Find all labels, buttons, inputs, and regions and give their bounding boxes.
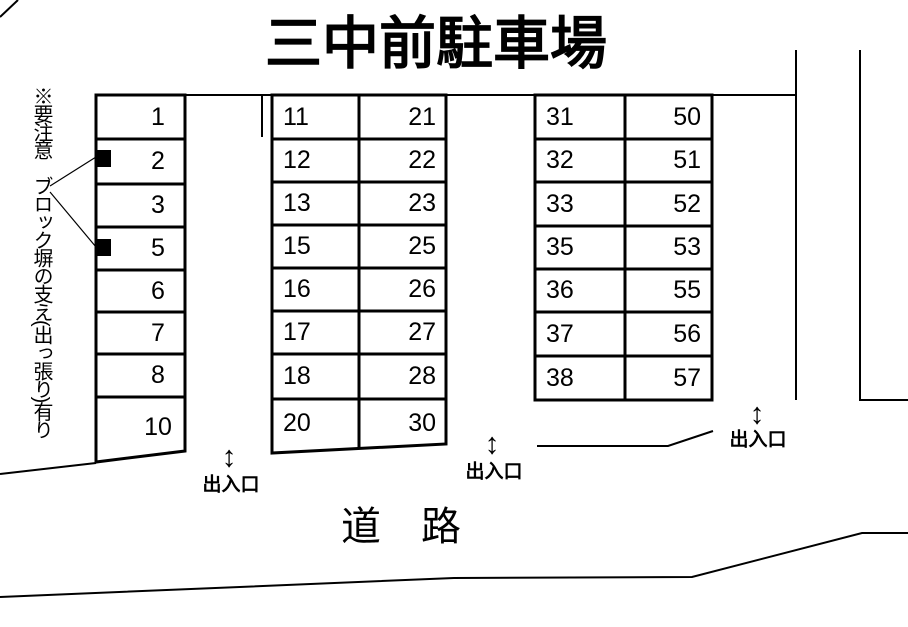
entrance-3: ↕ 出入口 <box>729 398 786 451</box>
stall-number: 20 <box>283 409 311 437</box>
stall-number: 17 <box>283 318 311 346</box>
stall-number: 11 <box>283 103 309 131</box>
stall-number: 3 <box>151 191 165 219</box>
stall-number: 22 <box>408 146 436 174</box>
stall-number: 15 <box>283 232 311 260</box>
stall-number: 38 <box>546 364 574 392</box>
stall-number: 2 <box>151 147 165 175</box>
stall-number: 10 <box>144 413 172 441</box>
stall-number: 36 <box>546 276 574 304</box>
stall-number: 50 <box>673 103 701 131</box>
stall-number: 5 <box>151 234 165 262</box>
block-right <box>533 93 714 402</box>
block-left-outline <box>94 93 187 464</box>
stall-number: 37 <box>546 320 574 348</box>
stall-number: 18 <box>283 362 311 390</box>
entrance-label: 出入口 <box>729 428 786 451</box>
updown-arrow-icon: ↕ <box>222 441 237 474</box>
stall-number: 7 <box>151 319 165 347</box>
stall-number: 1 <box>151 103 165 131</box>
stall-number: 26 <box>408 275 436 303</box>
stall-number: 25 <box>408 232 436 260</box>
stall-number: 30 <box>408 409 436 437</box>
block-middle <box>270 93 448 455</box>
stall-number: 28 <box>408 362 436 390</box>
stall-number: 12 <box>283 146 311 174</box>
page-title: 三中前駐車場 <box>265 12 607 76</box>
stall-number: 53 <box>673 233 701 261</box>
wall-support-mark-stall5 <box>96 239 111 256</box>
block-left <box>94 93 187 464</box>
stall-number: 6 <box>151 277 165 305</box>
block-right-numbers: 31 32 33 35 36 37 38 50 51 52 53 55 56 5… <box>546 103 701 392</box>
leader-line <box>49 156 97 187</box>
updown-arrow-icon: ↕ <box>750 398 765 431</box>
stall-number: 33 <box>546 190 574 218</box>
stall-number: 51 <box>673 146 701 174</box>
stall-number: 16 <box>283 275 311 303</box>
boundary-fence <box>537 430 714 447</box>
leader-lines <box>49 156 97 248</box>
boundary-top-left <box>0 0 19 18</box>
entrance-2: ↕ 出入口 <box>465 428 522 483</box>
boundary-bottom-left <box>0 462 97 475</box>
stall-number: 13 <box>283 189 311 217</box>
boundary-road-edge <box>0 532 908 598</box>
caution-note: ※要注意 ブロック塀の支え(出っ張り)有り <box>30 86 52 438</box>
stall-number: 31 <box>546 103 574 131</box>
road-label: 道 路 <box>341 505 461 549</box>
stall-number: 56 <box>673 320 701 348</box>
stall-number: 35 <box>546 233 574 261</box>
entrance-label: 出入口 <box>202 473 259 496</box>
stall-number: 21 <box>408 103 436 131</box>
entrance-1: ↕ 出入口 <box>202 441 259 496</box>
entrance-label: 出入口 <box>465 460 522 483</box>
block-left-numbers: 1 2 3 5 6 7 8 10 <box>144 103 172 441</box>
stall-number: 52 <box>673 190 701 218</box>
stall-number: 55 <box>673 276 701 304</box>
stall-number: 27 <box>408 318 436 346</box>
stall-number: 8 <box>151 361 165 389</box>
stall-number: 23 <box>408 189 436 217</box>
wall-support-mark-stall2 <box>96 150 111 167</box>
stall-number: 57 <box>673 364 701 392</box>
boundary-right-outer <box>859 50 908 401</box>
leader-line <box>49 191 97 248</box>
stall-number: 32 <box>546 146 574 174</box>
block-middle-numbers: 11 12 13 15 16 17 18 20 21 22 23 25 26 2… <box>283 103 436 437</box>
block-middle-outline <box>270 93 448 455</box>
updown-arrow-icon: ↕ <box>485 428 500 461</box>
